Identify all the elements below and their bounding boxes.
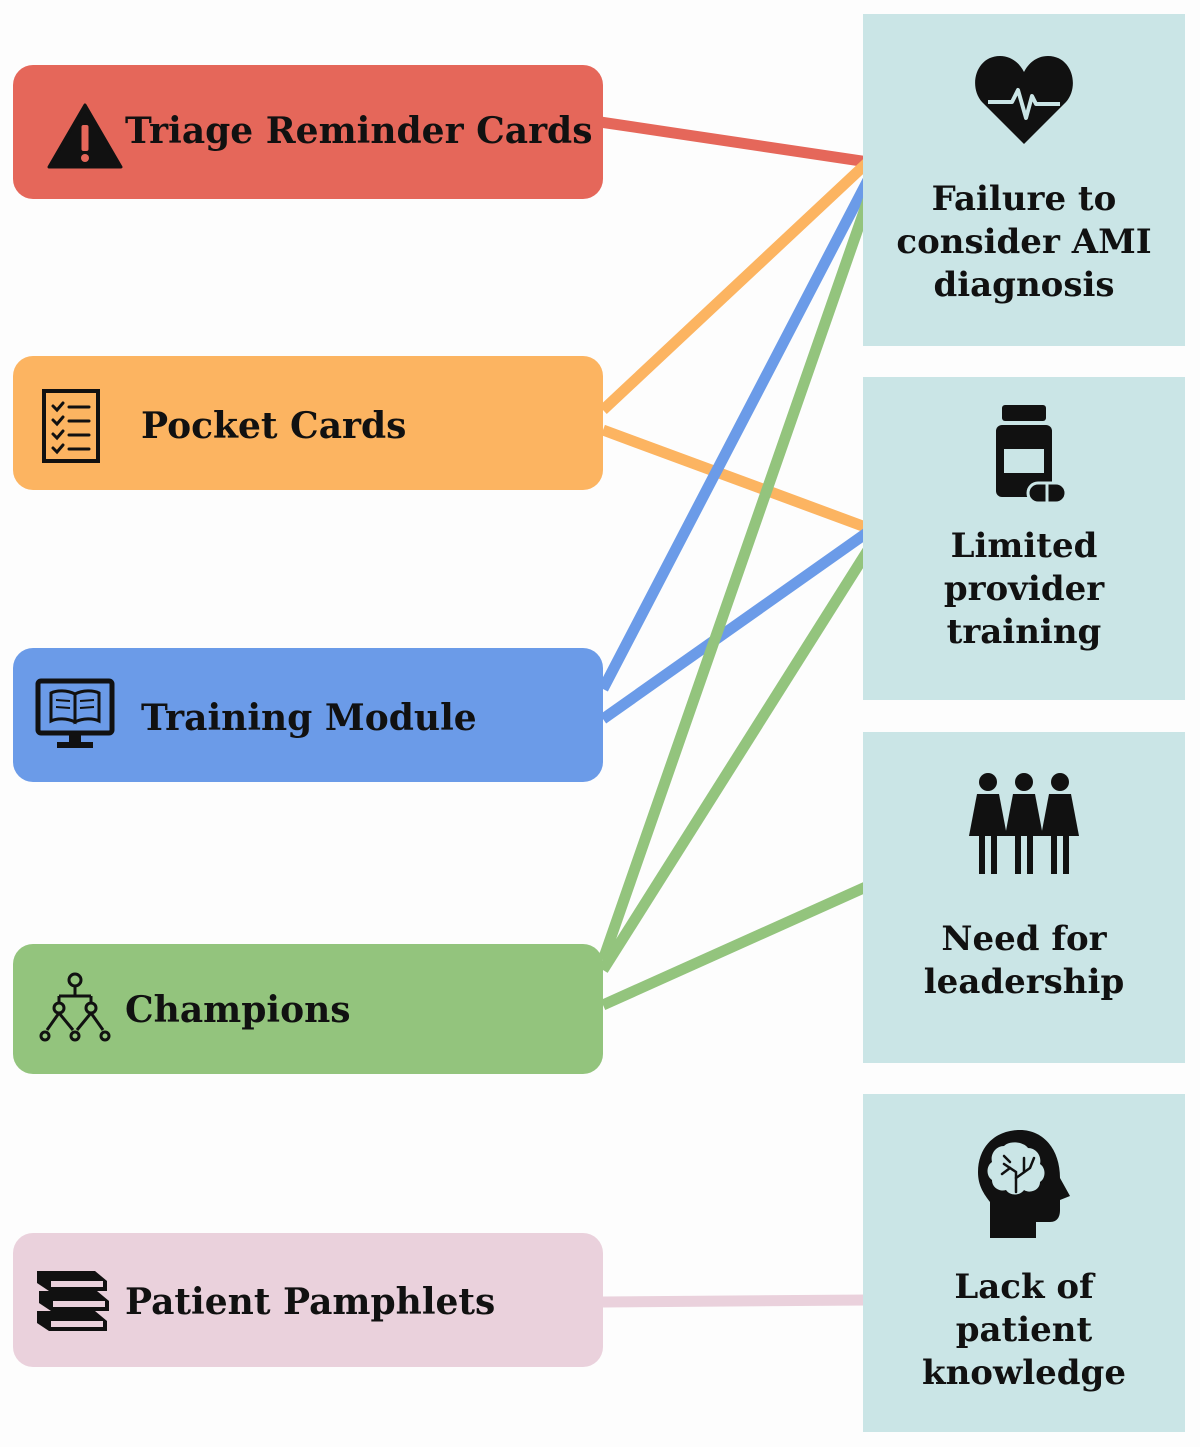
- pill-bottle-icon: [996, 405, 1068, 505]
- heart-pulse-icon: [975, 56, 1073, 144]
- brain-head-icon: [978, 1130, 1070, 1238]
- connector-training-failure: [598, 177, 873, 692]
- intervention-label: Patient Pamphlets: [125, 1281, 496, 1323]
- connector-champions-failure: [597, 198, 874, 962]
- barrier-limited-provider-training: Limited provider training: [863, 377, 1185, 700]
- barrier-label: Limited provider training: [943, 526, 1105, 652]
- checklist-icon: [42, 389, 100, 463]
- barrier-label: Lack of patient knowledge: [922, 1267, 1126, 1393]
- connector-training-limited: [599, 527, 872, 724]
- intervention-patient-pamphlets: Patient Pamphlets: [13, 1233, 603, 1367]
- barrier-label: Failure to consider AMI diagnosis: [896, 179, 1152, 305]
- intervention-label: Pocket Cards: [141, 405, 407, 447]
- books-icon: [37, 1271, 109, 1331]
- connector-triage-failure: [599, 116, 869, 168]
- connector-pocket-limited: [601, 424, 870, 534]
- connector-pamphlets-knowledge: [602, 1294, 869, 1308]
- intervention-triage-reminder-cards: Triage Reminder Cards: [13, 65, 603, 199]
- connector-pocket-failure: [599, 157, 872, 415]
- intervention-training-module: Training Module: [13, 648, 603, 782]
- connector-champions-leadership: [600, 880, 871, 1011]
- hierarchy-icon: [39, 972, 111, 1042]
- intervention-pocket-cards: Pocket Cards: [13, 356, 603, 490]
- intervention-label: Champions: [125, 989, 351, 1031]
- people-group-icon: [969, 773, 1079, 874]
- barrier-lack-of-patient-knowledge: Lack of patient knowledge: [863, 1094, 1185, 1432]
- intervention-champions: Champions: [13, 944, 603, 1074]
- warning-icon: [47, 103, 123, 169]
- intervention-label: Training Module: [141, 697, 477, 739]
- connector-champions-limited: [598, 547, 873, 973]
- barrier-need-for-leadership: Need for leadership: [863, 732, 1185, 1063]
- intervention-label: Triage Reminder Cards: [125, 110, 593, 152]
- barrier-label: Need for leadership: [923, 919, 1125, 1002]
- monitor-book-icon: [35, 678, 115, 748]
- barrier-failure-to-consider-ami: Failure to consider AMI diagnosis: [863, 14, 1185, 346]
